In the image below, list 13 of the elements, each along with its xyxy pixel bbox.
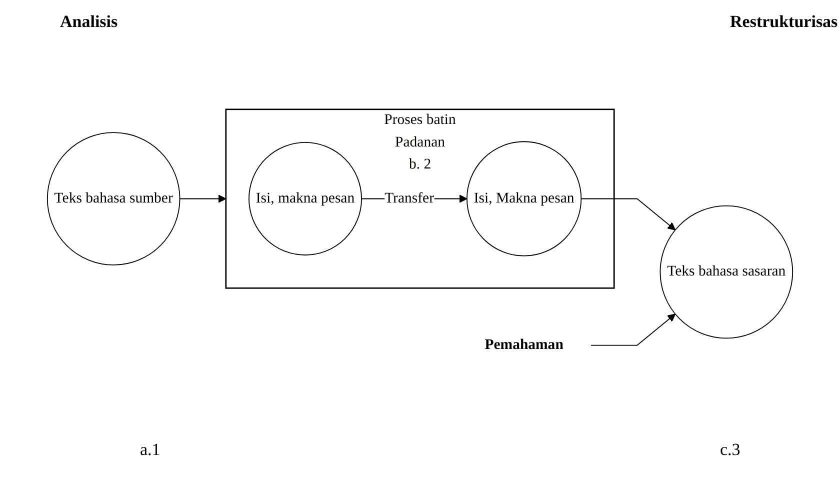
step-label: c.3 [720, 440, 740, 460]
edge-label: Transfer [384, 190, 434, 206]
stage-heading: Restrukturisas [730, 12, 838, 32]
node-circle: Isi, Makna pesan [466, 141, 582, 257]
node-circle: Teks bahasa sumber [46, 132, 180, 266]
arrow [580, 198, 676, 231]
step-label: a.1 [140, 440, 160, 460]
node-text: Pemahaman [484, 337, 564, 353]
node-circle: Teks bahasa sasaran [660, 206, 794, 339]
stage-heading: Analisis [60, 12, 118, 32]
arrow [179, 194, 226, 204]
arrow [590, 314, 676, 346]
node-circle: Isi, makna pesan [248, 142, 362, 256]
